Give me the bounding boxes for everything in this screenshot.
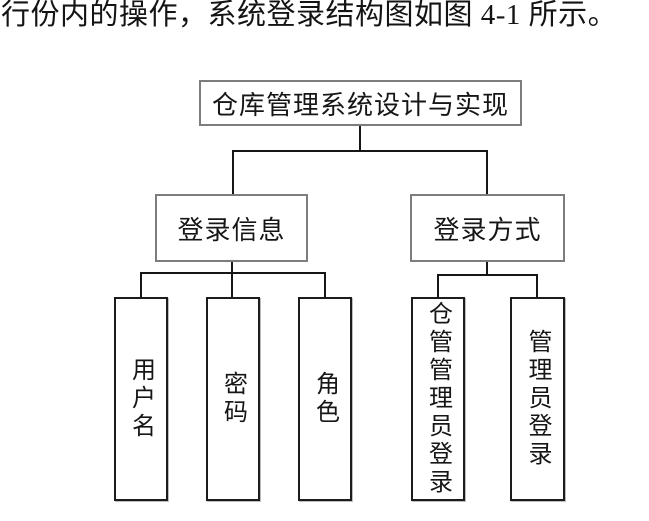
- connector-root-stub: [359, 126, 361, 152]
- connector-info-stub: [231, 262, 233, 274]
- node-role: 角色: [298, 297, 352, 501]
- connector-drop-password: [231, 272, 233, 297]
- node-root: 仓库管理系统设计与实现: [199, 80, 522, 126]
- node-username: 用户名: [114, 297, 168, 501]
- connector-drop-warehouse-admin-login: [437, 274, 439, 297]
- connector-drop-username: [140, 272, 142, 297]
- node-password-label: 密码: [219, 371, 246, 427]
- connector-drop-login-info: [232, 150, 234, 194]
- connector-method-horizontal: [437, 274, 538, 276]
- node-login-info: 登录信息: [155, 194, 308, 262]
- connector-method-stub: [486, 262, 488, 276]
- paragraph-text: 行份内的操作，系统登录结构图如图 4-1 所示。: [1, 0, 618, 31]
- node-root-label: 仓库管理系统设计与实现: [211, 90, 509, 120]
- node-password: 密码: [206, 297, 260, 501]
- node-login-method: 登录方式: [410, 194, 565, 262]
- connector-drop-admin-login: [536, 274, 538, 297]
- node-admin-login: 管理员登录: [510, 297, 565, 501]
- node-role-label: 角色: [311, 371, 338, 427]
- node-warehouse-admin-login: 仓管管理员登录: [411, 297, 465, 501]
- node-login-info-label: 登录信息: [177, 215, 286, 245]
- node-login-method-label: 登录方式: [433, 215, 542, 245]
- node-admin-login-label: 管理员登录: [524, 329, 550, 469]
- connector-drop-login-method: [486, 150, 488, 194]
- node-username-label: 用户名: [127, 357, 154, 441]
- connector-drop-role: [324, 272, 326, 297]
- connector-info-horizontal: [140, 272, 326, 274]
- connector-level2-horizontal: [232, 150, 488, 152]
- node-warehouse-admin-login-label: 仓管管理员登录: [424, 301, 451, 497]
